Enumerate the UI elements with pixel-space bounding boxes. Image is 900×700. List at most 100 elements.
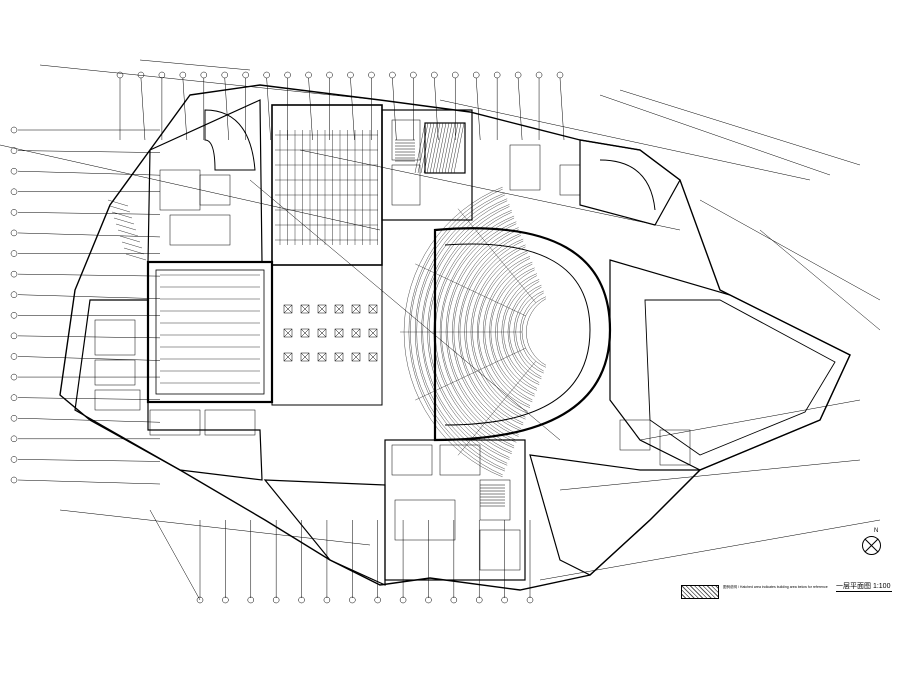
room (391, 164, 421, 206)
axis-bubble-left (10, 229, 18, 237)
reference-line (39, 64, 381, 101)
room (439, 444, 481, 476)
lower-left-wing (74, 299, 263, 481)
room (204, 409, 256, 436)
axis-bubble-top (179, 71, 187, 79)
axis-bubble-bottom (501, 596, 508, 604)
axis-line-left (17, 232, 161, 238)
axis-line-top (140, 77, 146, 141)
hatch-line-left (123, 247, 145, 255)
auditorium-inner-shell (444, 243, 591, 426)
room (479, 529, 521, 571)
axis-line-left (17, 273, 161, 277)
axis-bubble-top (347, 71, 354, 79)
foyer-room (644, 299, 836, 456)
axis-bubble-top (389, 71, 396, 79)
reference-line (559, 459, 861, 491)
axis-bubble-left (10, 394, 18, 401)
hatch-line (423, 122, 435, 174)
axis-bubble-left (10, 209, 18, 216)
lift-box-cross (334, 304, 344, 314)
axis-line-left (17, 170, 161, 176)
lift-box (351, 328, 361, 338)
hatch-line-left (125, 253, 147, 261)
axis-bubble-bottom (526, 596, 534, 604)
reference-line (299, 149, 681, 231)
stage-lift-boxes (283, 304, 378, 362)
lift-box-cross (334, 352, 344, 362)
axis-bubble-bottom (247, 596, 255, 604)
lift-box (283, 328, 293, 338)
axis-line-top (350, 77, 355, 141)
axis-line-left (17, 459, 161, 462)
hatch-line (438, 122, 450, 174)
lift-box-cross (283, 352, 293, 362)
seat-aisle (457, 208, 536, 303)
axis-bubble-top (263, 71, 270, 79)
lift-box-cross (300, 304, 310, 314)
hatch-line (444, 122, 456, 174)
foyer (609, 259, 851, 471)
lift-box-cross (368, 328, 378, 338)
axis-bubble-top (158, 71, 166, 79)
axis-bubble-left (10, 126, 18, 134)
axis-line-top (308, 77, 313, 141)
north-arrow-icon (862, 536, 881, 555)
seat-aisle (457, 361, 536, 456)
auditorium-seating (400, 186, 547, 478)
axis-line-top (182, 77, 188, 141)
lift-box-cross (368, 352, 378, 362)
lift-box (283, 352, 293, 362)
stage-grid-lines (160, 130, 378, 384)
title-underline (836, 591, 892, 592)
lift-box (334, 328, 344, 338)
room (199, 174, 231, 206)
axis-bubble-left (10, 270, 18, 278)
lift-box (300, 304, 310, 314)
reference-line (619, 89, 861, 166)
axis-bubble-top (116, 71, 124, 79)
axis-bubble-top (242, 71, 249, 79)
right-curved-stair (599, 159, 656, 211)
hatch-line-left (117, 229, 139, 237)
axis-bubble-bottom (450, 596, 458, 604)
axis-bubble-top (472, 71, 480, 79)
lift-box (368, 304, 378, 314)
axis-bubble-bottom (349, 596, 356, 604)
room (169, 214, 231, 246)
hatch-line (441, 122, 453, 174)
left-curved-stair (204, 109, 256, 171)
reference-line (539, 519, 881, 581)
lift-box-cross (351, 328, 361, 338)
reference-line (439, 99, 811, 181)
hatch-line-left (115, 223, 137, 231)
axis-line-top (266, 77, 271, 141)
axis-bubble-top (368, 71, 375, 79)
axis-bubble-left (10, 373, 18, 381)
lift-box (317, 352, 327, 362)
hatch-line (417, 122, 429, 174)
reference-line (139, 59, 251, 71)
plan-title: 一层平面图 1:100 (836, 581, 890, 591)
axis-bubble-top (431, 71, 438, 79)
hatch-line (453, 122, 465, 174)
lift-box (334, 304, 344, 314)
room (159, 169, 201, 211)
axis-line-left (17, 479, 161, 485)
lift-box (317, 304, 327, 314)
lift-box-cross (300, 352, 310, 362)
axis-line-top (475, 77, 481, 141)
hatch-line-left (121, 241, 143, 249)
reference-line (59, 509, 371, 546)
axis-bubble-top (326, 71, 333, 79)
legend-text: 图例说明 / Hatched area indicates building a… (723, 585, 828, 589)
hatch-line (429, 122, 441, 174)
axis-line-top (517, 77, 523, 141)
room (391, 119, 421, 161)
lift-box (368, 328, 378, 338)
axis-bubble-top (514, 71, 522, 79)
legend-swatch (681, 585, 719, 599)
lift-box (351, 304, 361, 314)
axis-bubble-bottom (399, 596, 407, 604)
